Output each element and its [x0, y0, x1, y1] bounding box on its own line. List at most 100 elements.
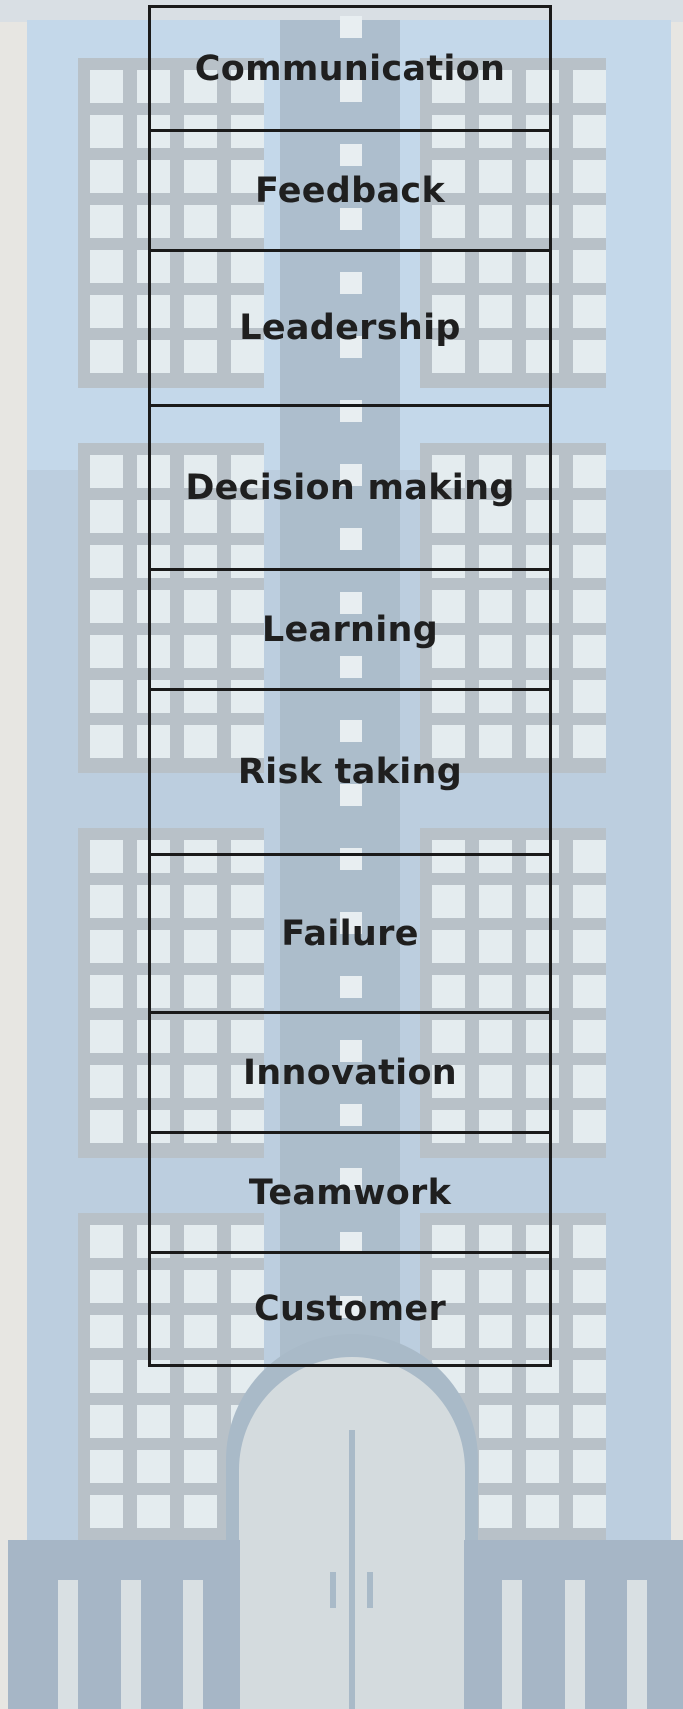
- window-pane: [573, 635, 606, 668]
- window-pane: [184, 1110, 217, 1143]
- window-pane: [573, 680, 606, 713]
- column-light: [340, 784, 362, 806]
- window-pane: [526, 1110, 559, 1143]
- window-pane: [479, 725, 512, 758]
- window-pane: [479, 1315, 512, 1348]
- rung-risk-taking: Risk taking: [151, 688, 549, 853]
- window-pane: [137, 1450, 170, 1483]
- rung-label: Learning: [261, 609, 439, 650]
- window-pane: [479, 1495, 512, 1528]
- window-pane: [184, 590, 217, 623]
- window-pane: [137, 1065, 170, 1098]
- rung-label: Failure: [281, 913, 419, 954]
- window-pane: [184, 840, 217, 873]
- window-pane: [184, 725, 217, 758]
- window-pane: [432, 1315, 465, 1348]
- window-pane: [432, 545, 465, 578]
- window-pane: [231, 545, 264, 578]
- window-pane: [90, 545, 123, 578]
- window-pane: [137, 1495, 170, 1528]
- window-pane: [432, 885, 465, 918]
- window-pane: [137, 1020, 170, 1053]
- window-pane: [137, 545, 170, 578]
- rung-label: Risk taking: [237, 752, 463, 792]
- window-pane: [137, 1405, 170, 1438]
- window-pane: [432, 340, 465, 373]
- rung-teamwork: Teamwork: [151, 1131, 549, 1251]
- column-light: [340, 1296, 362, 1318]
- window-pane: [231, 205, 264, 238]
- window-pane: [573, 1495, 606, 1528]
- window-pane: [231, 500, 264, 533]
- column-light: [340, 528, 362, 550]
- window-pane: [432, 295, 465, 328]
- window-pane: [90, 115, 123, 148]
- column-light: [340, 208, 362, 230]
- column-light: [340, 1040, 362, 1062]
- window-pane: [184, 340, 217, 373]
- window-pane: [573, 545, 606, 578]
- rung-decision-making: Decision making: [151, 404, 549, 568]
- window-pane: [231, 160, 264, 193]
- window-pane: [432, 975, 465, 1008]
- column-light: [340, 16, 362, 38]
- window-pane: [432, 1020, 465, 1053]
- window-pane: [526, 205, 559, 238]
- window-pane: [526, 885, 559, 918]
- window-pane: [526, 160, 559, 193]
- window-pane: [90, 455, 123, 488]
- window-pane: [184, 885, 217, 918]
- window-pane: [90, 160, 123, 193]
- window-pane: [432, 250, 465, 283]
- window-pane: [479, 1450, 512, 1483]
- rung-learning: Learning: [151, 568, 549, 688]
- window-pane: [573, 455, 606, 488]
- window-pane: [184, 930, 217, 963]
- window-pane: [231, 1110, 264, 1143]
- window-pane: [184, 1405, 217, 1438]
- window-pane: [231, 725, 264, 758]
- window-pane: [432, 725, 465, 758]
- window-pane: [479, 1110, 512, 1143]
- window-pane: [90, 1405, 123, 1438]
- column-light: [340, 144, 362, 166]
- window-pane: [231, 1270, 264, 1303]
- window-pane: [184, 1270, 217, 1303]
- window-pane: [573, 205, 606, 238]
- column-light: [340, 592, 362, 614]
- column-light: [340, 80, 362, 102]
- window-pane: [90, 340, 123, 373]
- window-pane: [137, 885, 170, 918]
- column-light: [340, 1104, 362, 1126]
- window-pane: [184, 1450, 217, 1483]
- window-pane: [90, 930, 123, 963]
- window-pane: [137, 250, 170, 283]
- window-pane: [479, 340, 512, 373]
- window-pane: [90, 250, 123, 283]
- window-pane: [479, 680, 512, 713]
- window-pane: [90, 885, 123, 918]
- window-pane: [573, 1065, 606, 1098]
- window-pane: [432, 500, 465, 533]
- window-pane: [479, 1020, 512, 1053]
- window-pane: [479, 1405, 512, 1438]
- window-pane: [184, 250, 217, 283]
- window-pane: [432, 1110, 465, 1143]
- window-pane: [231, 590, 264, 623]
- window-pane: [231, 680, 264, 713]
- window-pane: [479, 70, 512, 103]
- window-pane: [573, 1110, 606, 1143]
- window-pane: [526, 500, 559, 533]
- window-pane: [479, 250, 512, 283]
- window-pane: [479, 455, 512, 488]
- window-pane: [184, 295, 217, 328]
- window-pane: [526, 1405, 559, 1438]
- window-pane: [479, 500, 512, 533]
- rung-feedback: Feedback: [151, 129, 549, 249]
- window-pane: [137, 590, 170, 623]
- window-pane: [432, 70, 465, 103]
- door-handle-icon: [367, 1572, 373, 1608]
- window-pane: [526, 975, 559, 1008]
- window-pane: [573, 725, 606, 758]
